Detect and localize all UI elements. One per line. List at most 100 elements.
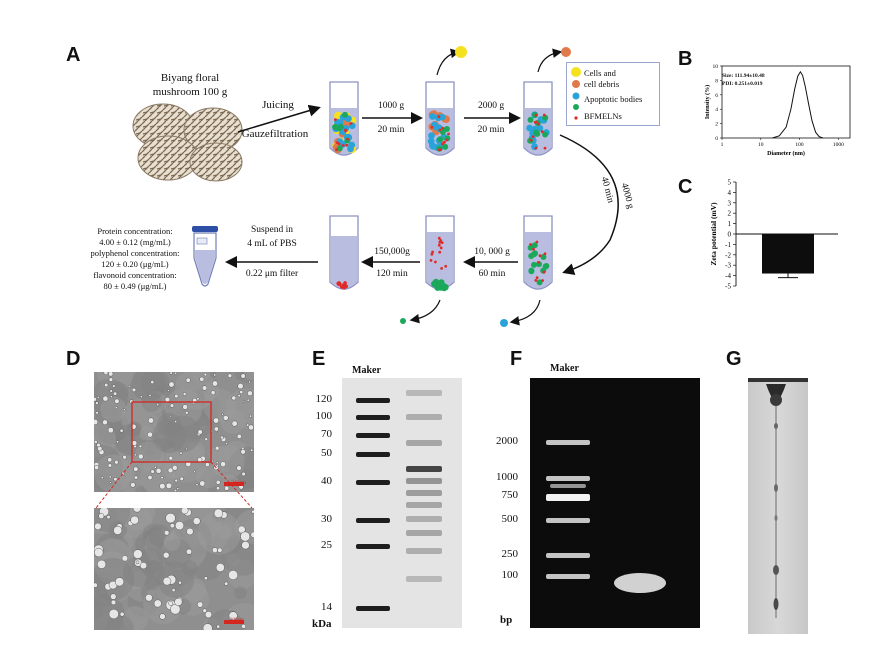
ladder-label: 500	[501, 513, 519, 525]
vesicle	[169, 415, 172, 418]
vesicle	[246, 423, 250, 427]
x-tick-label: 10	[758, 142, 764, 148]
x-tick-label: 1	[721, 142, 724, 148]
vesicle	[94, 547, 104, 558]
sample-band	[406, 516, 442, 522]
vesicle	[168, 381, 175, 388]
vesicle	[241, 541, 250, 550]
concentration-3: polyphenol concentration:	[90, 248, 180, 258]
vesicle	[94, 440, 98, 444]
vesicle	[95, 401, 99, 405]
vesicle	[237, 383, 244, 390]
plot-frame	[721, 65, 851, 139]
panel-label-c: C	[678, 176, 693, 198]
vesicle	[224, 581, 229, 586]
y-tick-label: 10	[713, 64, 719, 70]
vesicle	[204, 611, 213, 619]
vesicle	[139, 395, 143, 399]
vesicle	[240, 531, 251, 542]
ladder-band	[546, 518, 590, 523]
scale-bar-bottom: 200nm	[230, 618, 244, 623]
vesicle	[228, 570, 239, 580]
vesicle	[103, 372, 109, 375]
sample-band	[614, 573, 666, 593]
vesicle	[221, 413, 224, 416]
ladder-band	[546, 476, 590, 481]
y-tick-label: 1	[728, 220, 732, 228]
vesicle	[107, 457, 113, 463]
x-axis-label: Diameter (nm)	[767, 150, 805, 157]
vesicle	[168, 406, 171, 409]
ladder-label: 14	[321, 601, 332, 613]
ladder-band	[356, 452, 390, 457]
vesicle	[119, 611, 125, 617]
vesicle	[203, 576, 208, 581]
y-axis-label: Intensity (%)	[704, 85, 711, 119]
vesicle	[251, 509, 254, 514]
sample-band	[406, 530, 442, 536]
vesicle	[241, 623, 246, 629]
vesicle	[214, 445, 220, 451]
vesicle	[182, 404, 188, 410]
tem-texture	[100, 396, 127, 423]
y-tick-label: 5	[728, 179, 732, 187]
ladder-label: 40	[321, 475, 332, 487]
y-tick-label: 0	[715, 136, 718, 142]
vesicle	[167, 389, 170, 392]
ladder-band	[356, 606, 390, 611]
vesicle	[133, 466, 139, 472]
ladder-band	[356, 518, 390, 523]
vesicle	[212, 380, 218, 387]
mushroom-illustration	[132, 103, 243, 182]
vesicle	[94, 419, 99, 425]
vesicle	[217, 547, 223, 553]
vesicle	[156, 403, 160, 406]
vesicle	[121, 555, 129, 562]
step1-speed: 1000 g	[377, 101, 405, 111]
ladder-band	[356, 480, 390, 485]
vesicle	[165, 482, 172, 489]
vesicle	[199, 480, 206, 487]
vesicle	[185, 411, 189, 415]
step2-speed: 2000 g	[477, 101, 505, 111]
vesicle	[116, 440, 119, 444]
vesicle	[195, 483, 199, 487]
vesicle	[196, 397, 200, 401]
vesicle	[236, 433, 242, 439]
vesicle	[127, 384, 131, 388]
concentration-1: Protein concentration:	[97, 226, 173, 236]
vesicle	[114, 577, 125, 587]
vesicle	[122, 454, 127, 460]
sample-band	[406, 576, 442, 582]
vesicle	[192, 517, 201, 525]
sample-band	[406, 414, 442, 420]
ladder-band	[546, 494, 590, 501]
vesicle	[215, 479, 221, 485]
vesicle	[185, 377, 191, 383]
ladder-band	[356, 398, 390, 403]
vesicle	[110, 395, 113, 398]
legend-item-0: Cells and	[584, 68, 616, 78]
vesicle	[169, 403, 175, 408]
legend-item-1: cell debris	[584, 79, 620, 89]
y-tick-label: 3	[728, 199, 732, 207]
vesicle	[155, 467, 162, 474]
vesicle	[168, 455, 174, 461]
mushroom-label-line2: mushroom 100 g	[152, 86, 228, 98]
vesicle	[94, 397, 97, 402]
sample-band	[406, 502, 442, 508]
vesicle	[241, 471, 246, 477]
vesicle	[107, 427, 114, 434]
vesicle	[173, 489, 178, 492]
particle-legend	[566, 62, 660, 126]
centrifuge-tube-3	[523, 81, 553, 156]
vesicle	[133, 453, 137, 457]
vesicle	[162, 551, 170, 559]
y-tick-label: 8	[715, 78, 718, 84]
vesicle	[203, 372, 208, 377]
gel-e-maker-label: Maker	[352, 365, 381, 376]
vesicle	[110, 599, 117, 606]
filter-label: 0.22 μm filter	[245, 269, 299, 279]
vesicle	[169, 372, 173, 375]
